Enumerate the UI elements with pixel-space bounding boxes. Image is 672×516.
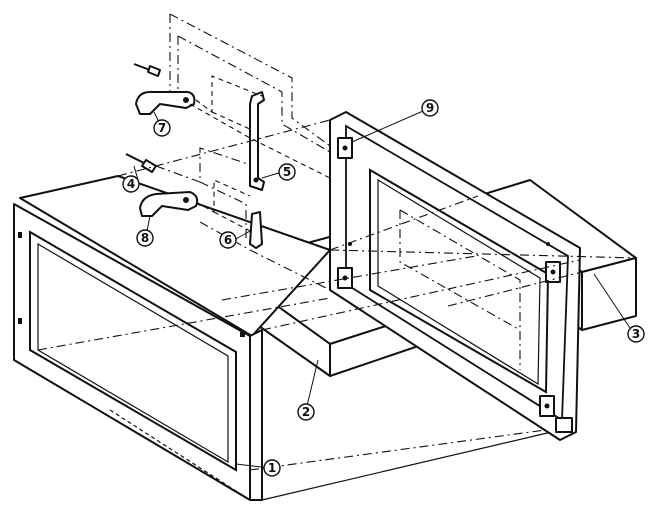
- upper-hinge-bracket: [135, 91, 196, 115]
- callout-2: 2: [297, 403, 315, 421]
- upper-screw: [133, 63, 161, 77]
- lower-screw: [125, 153, 157, 173]
- outer-case: [13, 175, 561, 501]
- callout-7: 7: [153, 119, 171, 137]
- lower-latch-lever: [249, 211, 263, 249]
- callout-label-9: 9: [426, 101, 434, 115]
- callout-5: 5: [278, 163, 296, 181]
- assembly-lines: [117, 13, 637, 370]
- callout-label-4: 4: [127, 177, 135, 191]
- callout-label-5: 5: [283, 165, 291, 179]
- callout-label-2: 2: [302, 405, 310, 419]
- callout-1: 1: [263, 459, 281, 477]
- callout-label-6: 6: [224, 233, 232, 247]
- callout-6: 6: [219, 231, 237, 249]
- callout-label-7: 7: [158, 121, 166, 135]
- lower-hinge-bracket: [139, 191, 199, 217]
- callout-label-1: 1: [268, 461, 276, 475]
- front-panel-frame: [329, 111, 581, 441]
- callout-label-8: 8: [141, 231, 149, 245]
- callout-4: 4: [122, 175, 140, 193]
- callout-3: 3: [627, 325, 645, 343]
- callout-8: 8: [136, 229, 154, 247]
- callout-label-3: 3: [632, 327, 640, 341]
- callout-9: 9: [421, 99, 439, 117]
